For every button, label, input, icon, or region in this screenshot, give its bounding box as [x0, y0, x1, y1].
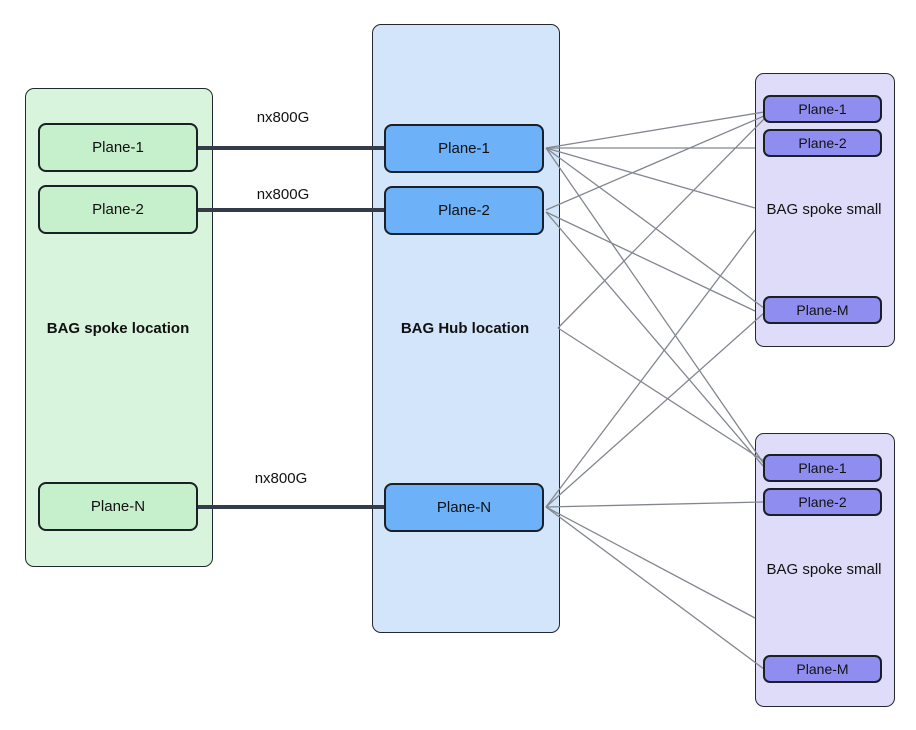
node-spoke-bottom-plane-2: Plane-2	[763, 488, 882, 516]
link-hub-p2-s2-p1	[545, 211, 765, 468]
link-hub-p1-s1-p1	[545, 111, 765, 149]
node-spoke-top-plane-1: Plane-1	[763, 95, 882, 123]
node-label: Plane-M	[796, 661, 849, 677]
link-hub-s1-p1	[557, 118, 765, 329]
link-hub-s2-p1	[557, 327, 765, 462]
node-left-plane-1: Plane-1	[38, 123, 198, 172]
node-spoke-top-plane-2: Plane-2	[763, 129, 882, 157]
link-hub-p1-s1-container	[545, 147, 756, 209]
node-label: Plane-1	[438, 140, 490, 157]
node-label: Plane-1	[798, 460, 847, 476]
link-hub-pn-s1-pm	[545, 312, 765, 508]
link-label-nx800g-1: nx800G	[257, 109, 310, 126]
node-label: Plane-2	[92, 201, 144, 218]
node-label: Plane-2	[798, 494, 847, 510]
link-hub-p2-s1-p1	[545, 115, 765, 211]
node-hub-plane-n: Plane-N	[384, 483, 544, 532]
node-label: Plane-1	[798, 101, 847, 117]
node-label: Plane-2	[798, 135, 847, 151]
node-label: Plane-2	[438, 202, 490, 219]
caption-bag-spoke-small-bottom: BAG spoke small	[766, 561, 882, 578]
link-hub-pn-s2-container	[545, 506, 756, 619]
node-spoke-bottom-plane-m: Plane-M	[763, 655, 882, 683]
link-hub-p1-s1-pm	[545, 147, 765, 309]
node-left-plane-n: Plane-N	[38, 482, 198, 531]
caption-bag-hub-location: BAG Hub location	[400, 320, 530, 337]
node-label: Plane-1	[92, 139, 144, 156]
link-hub-p1-s2-p1	[545, 147, 765, 465]
node-hub-plane-1: Plane-1	[384, 124, 544, 173]
link-hub-pn-s2-pm	[545, 506, 765, 670]
link-label-nx800g-3: nx800G	[255, 470, 308, 487]
caption-bag-spoke-small-top: BAG spoke small	[766, 201, 882, 218]
node-label: Plane-N	[90, 498, 146, 515]
link-label-nx800g-2: nx800G	[257, 186, 310, 203]
node-label: Plane-N	[436, 499, 492, 516]
node-label: Plane-M	[796, 302, 849, 318]
node-spoke-top-plane-m: Plane-M	[763, 296, 882, 324]
node-spoke-bottom-plane-1: Plane-1	[763, 454, 882, 482]
node-hub-plane-2: Plane-2	[384, 186, 544, 235]
link-hub-pn-s1-container	[545, 229, 756, 508]
link-hub-pn-s2-p2	[545, 501, 765, 508]
node-left-plane-2: Plane-2	[38, 185, 198, 234]
caption-bag-spoke-location: BAG spoke location	[46, 320, 190, 337]
link-hub-p2-s1-pm	[545, 211, 756, 312]
